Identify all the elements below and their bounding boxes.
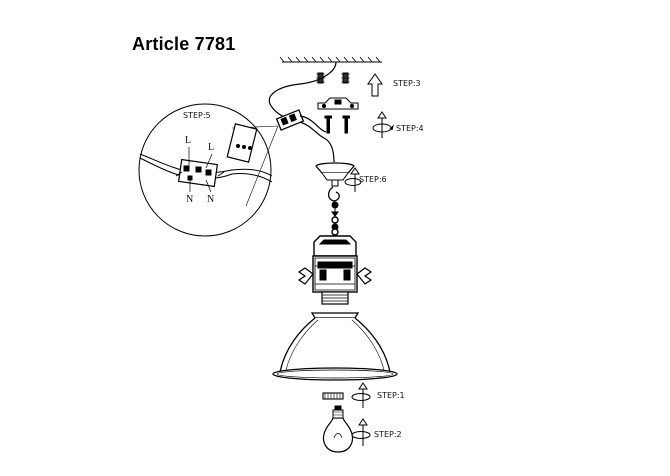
rotate-arrow-icon [344,167,362,192]
rotate-arrow-icon [372,111,394,138]
hook-and-chain [327,186,340,231]
step-6-label: STEP:6 [359,175,387,184]
rotate-arrow-icon [351,382,371,408]
screw [324,115,332,134]
lamp-top-bracket [313,228,357,257]
mounting-bracket [317,97,359,110]
lamp-holder [297,255,373,305]
lamp-shade [272,312,398,381]
ceiling [279,56,382,63]
wall-plug [316,72,325,84]
ring-nut [322,392,344,400]
step-4-label: STEP:4 [396,124,424,133]
screw [342,115,350,134]
up-arrow-icon [367,73,383,97]
wiring-detail-circle [138,103,273,237]
terminal-block [275,109,305,131]
power-cable [268,61,337,119]
ceiling-canopy [315,162,355,187]
step-1-label: STEP:1 [377,391,405,400]
live-wire-label: L [208,142,215,153]
neutral-wire-label: N [207,194,215,205]
step-3-label: STEP:3 [393,79,421,88]
rotate-arrow-icon [351,418,371,446]
step-5-label: STEP:5 [183,111,211,120]
article-title: Article 7781 [132,34,236,54]
live-wire-label: L [185,135,192,146]
neutral-wire-label: N [186,194,194,205]
wall-plug [341,72,350,84]
step-2-label: STEP:2 [374,430,402,439]
light-bulb [322,405,354,453]
